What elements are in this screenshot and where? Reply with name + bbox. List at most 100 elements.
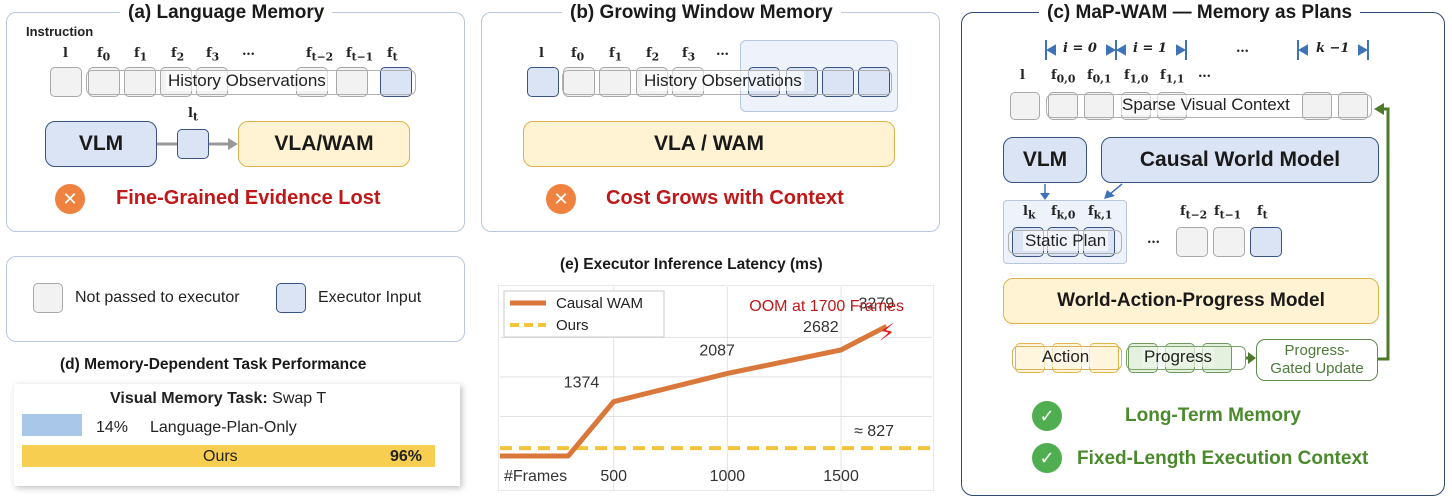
label-language-plan-only: Language-Plan-Only [150,419,297,436]
lt-cell [177,129,209,159]
executor-box: VLA/WAM [238,121,410,167]
label-fk1: fk,1 [1088,204,1113,222]
ctx-cell [1010,92,1040,120]
legend-label-causal-wam: Causal WAM [556,295,643,312]
panel-c-title: (c) MaP-WAM — Memory as Plans [1039,2,1361,24]
check-mark-icon: ✓ [1032,401,1062,431]
panel-a-status: Fine-Grained Evidence Lost [116,187,381,209]
obs-cell [1213,227,1245,257]
label-f0: f0 [97,46,111,64]
legend-swatch-blue [276,283,306,313]
task-title: Visual Memory Task: Swap T [110,390,327,407]
label-ours: Ours [203,448,238,465]
data-label: 2087 [699,342,735,359]
value-language-plan-only: 14% [96,419,129,436]
benefit-fixed-length-context: Fixed-Length Execution Context [1077,448,1369,469]
history-strip [562,70,892,95]
chart-title: (e) Executor Inference Latency (ms) [560,256,823,273]
label-f1: f1 [134,46,148,64]
series-causal-wam-line [500,324,888,459]
obs-cell-current [380,67,412,97]
bar-language-plan-only [22,414,82,436]
obs-cell-current [1250,227,1282,257]
label-l: l [539,46,544,61]
obs-cell [50,67,82,97]
label-ft-2: ft−2 [306,46,334,64]
progress-strip [1126,346,1246,370]
world-action-progress-box: World-Action-Progress Model [1003,278,1379,324]
causal-world-model-box: Causal World Model [1101,137,1379,183]
label-dots: … [1147,232,1160,247]
label-dots: … [1198,66,1211,81]
panel-b-status: Cost Grows with Context [606,187,844,209]
vlm-box: VLM [1003,137,1087,183]
label-f10: f1,0 [1124,68,1149,86]
ctx-cell [1338,92,1368,120]
progress-gated-update-box: Progress-Gated Update [1256,339,1378,381]
data-label: 1374 [564,375,600,392]
legend-not-passed: Not passed to executor [75,289,240,306]
history-strip [86,70,416,95]
label-l: l [1020,68,1025,83]
label-ft: ft [387,46,398,64]
ctx-cell [1084,92,1114,120]
panel-a-title: (a) Language Memory [120,2,333,24]
label-lk: lk [1023,204,1036,222]
data-label: 2682 [803,319,839,336]
obs-cell [336,67,368,97]
obs-cell-window [858,67,890,97]
chart-legend [503,290,665,338]
legend-box [6,256,465,342]
action-strip [1012,346,1122,370]
bar-ours [22,445,435,467]
label-f1: f1 [609,46,623,64]
label-f00: f0,0 [1051,68,1076,86]
obs-cell-window [822,67,854,97]
value-ours: 96% [390,448,423,465]
sparse-context-strip [1046,94,1372,118]
arrows-a [157,138,238,150]
ctx-cell [1302,92,1332,120]
label-ft-2: ft−2 [1180,204,1208,222]
label-f01: f0,1 [1087,68,1112,86]
legend-executor-input: Executor Input [318,289,422,306]
arrows-c [1040,183,1123,200]
ours-value-label: ≈ 827 [854,423,894,440]
static-plan-strip [1008,230,1122,254]
interval-0: i = 0 [1063,41,1097,56]
feedback-arrows [1246,103,1390,364]
x-axis-label: #Frames [504,468,567,485]
data-label: 3279 [859,295,895,312]
label-f11: f1,1 [1160,68,1185,86]
obs-cell-instruction [527,67,559,97]
progress-label: Progress [1142,347,1215,367]
panel-b-title: (b) Growing Window Memory [562,2,841,24]
obs-cell [1176,227,1208,257]
check-mark-icon: ✓ [1032,443,1062,473]
obs-cell [563,67,595,97]
x-tick-label: 1500 [823,468,859,485]
history-strip-label: History Observations [642,71,804,91]
label-dots: … [242,44,255,59]
panel-d-card [14,384,460,486]
sparse-context-label: Sparse Visual Context [1120,95,1292,115]
static-plan-label: Static Plan [1023,231,1109,251]
label-f2: f2 [646,46,660,64]
vlm-box: VLM [45,121,157,167]
history-strip-label: History Observations [166,71,328,91]
label-f3: f3 [682,46,696,64]
instruction-label: Instruction [26,24,94,39]
label-ft-1: ft−1 [346,46,374,64]
label-l: l [63,46,68,61]
label-dots: … [716,44,729,59]
label-ft: ft [1257,204,1268,222]
x-mark-icon: ✕ [55,184,85,214]
label-f0: f0 [571,46,585,64]
interval-brackets [1045,40,1369,60]
executor-box: VLA / WAM [523,121,895,167]
interval-k: k −1 [1316,41,1350,56]
legend-label-ours: Ours [556,317,589,334]
lt-label: lt [188,106,198,124]
action-label: Action [1040,347,1092,367]
